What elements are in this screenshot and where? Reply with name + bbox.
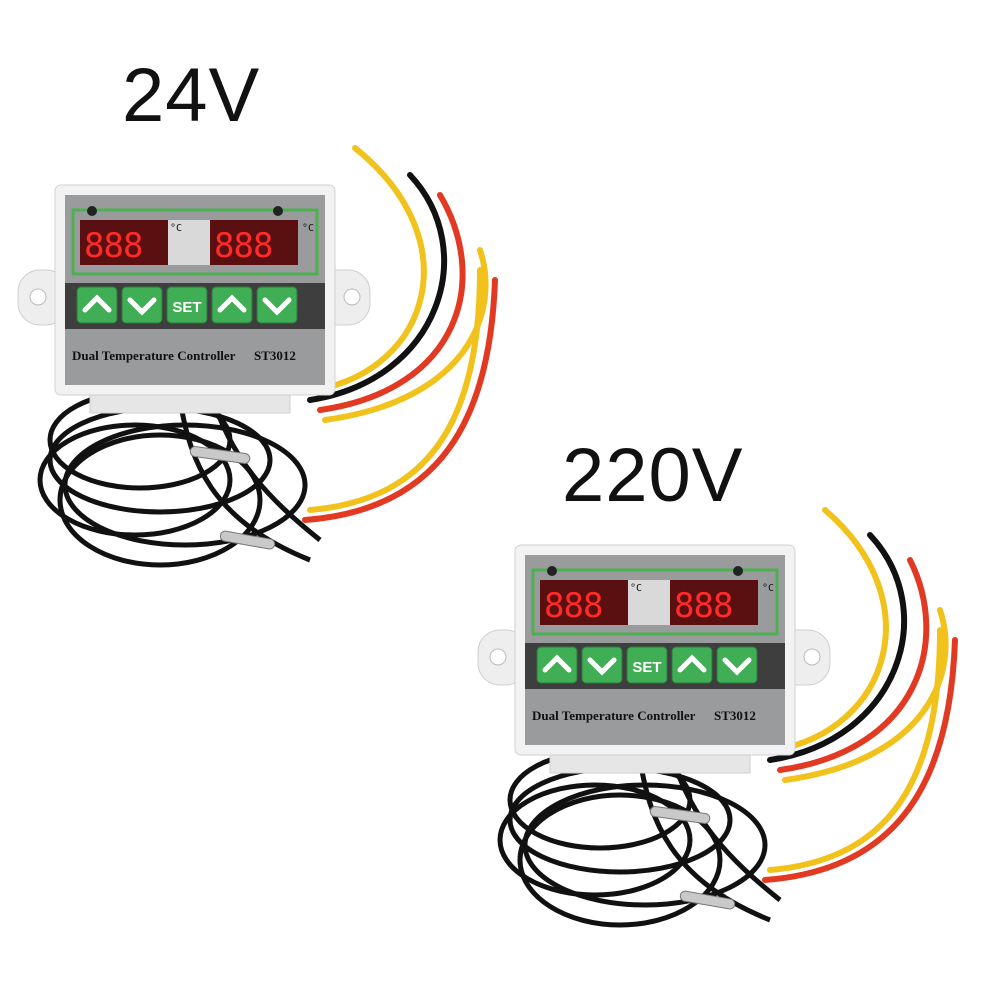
probe-tip [189,446,251,464]
button-down-1[interactable] [121,286,163,324]
set-button[interactable]: SET [626,646,668,684]
set-button[interactable]: SET [166,286,208,324]
display-left-digits: 888 [544,586,602,626]
probe-tip [649,806,711,824]
probe-tip [679,890,736,910]
unit-label-left: °C [630,583,642,594]
button-up-1[interactable] [536,646,578,684]
chevron-down-icon [587,657,617,676]
indicator-led [273,206,283,216]
voltage-label-24v: 24V [122,53,261,138]
chevron-up-icon [542,654,572,673]
display-right-digits: 888 [674,586,732,626]
display-right [670,580,758,625]
cable-connector [549,754,751,774]
button-down-1[interactable] [581,646,623,684]
product-name: Dual Temperature Controller [532,708,696,723]
temperature-controller-24v: °C °C 888 888 SET Dual Temperature Contr… [10,140,498,568]
controller-photo: °C °C 888 888 SET Dual Temperature Contr… [477,507,958,928]
probe-tip [219,530,276,550]
chevron-down-icon [722,657,752,676]
display-left [540,580,628,625]
voltage-label-220v: 220V [562,433,744,518]
indicator-led [87,206,97,216]
set-button-label: SET [172,299,201,316]
indicator-led [733,566,743,576]
cable-connector [89,394,291,414]
unit-label-right: °C [302,223,314,234]
set-button-label: SET [632,659,661,676]
controller-photo: °C °C 888 888 SET Dual Temperature Contr… [17,145,498,568]
chevron-down-icon [262,297,292,316]
button-up-2[interactable] [671,646,713,684]
probe-cable-coil [37,389,322,568]
display-left-digits: 888 [84,226,142,266]
chevron-up-icon [82,294,112,313]
product-name: Dual Temperature Controller [72,348,236,363]
model-number: ST3012 [714,708,756,723]
unit-label-right: °C [762,583,774,594]
display-right-digits: 888 [214,226,272,266]
chevron-down-icon [127,297,157,316]
model-number: ST3012 [254,348,296,363]
button-down-2[interactable] [256,286,298,324]
button-up-1[interactable] [76,286,118,324]
display-left [80,220,168,265]
unit-label-left: °C [170,223,182,234]
power-wires [302,145,498,523]
power-wires [762,507,958,883]
temperature-controller-220v: °C °C 888 888 SET Dual Temperature Contr… [470,500,958,928]
display-frame [531,568,779,636]
display-frame [71,208,319,276]
probe-cable-coil [497,749,782,928]
button-down-2[interactable] [716,646,758,684]
indicator-led [547,566,557,576]
chevron-up-icon [217,294,247,313]
chevron-up-icon [677,654,707,673]
button-up-2[interactable] [211,286,253,324]
display-right [210,220,298,265]
